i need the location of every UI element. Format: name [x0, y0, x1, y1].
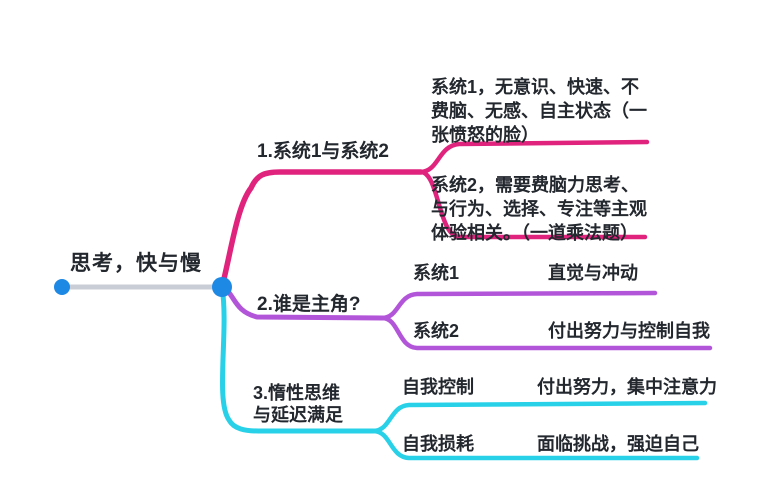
branch1-child1-line: [418, 139, 650, 175]
branch3-child2-term[interactable]: 自我损耗: [402, 434, 474, 454]
branch3-label-line1: 3.惰性思维: [253, 383, 341, 403]
root-hub-dot[interactable]: [212, 277, 232, 297]
root-start-dot[interactable]: [54, 279, 70, 295]
branch1-child2-text[interactable]: 系统2，需要费脑力思考、 与行为、选择、专注等主观 体验相关。（一道乘法题）: [431, 173, 647, 245]
branch1-child1-text-line2: 费脑、无感、自主状态（一: [431, 101, 647, 121]
branch2-child1-term[interactable]: 系统1: [413, 263, 460, 283]
branch1-child1-text-line3: 张愤怒的脸）: [431, 125, 539, 145]
branch2-label[interactable]: 2.谁是主角?: [257, 294, 361, 315]
branch3-child2-desc[interactable]: 面临挑战，强迫自己: [537, 434, 699, 454]
branch1-child1-text-line1: 系统1，无意识、快速、不: [431, 77, 640, 97]
branch3-label-line2: 与延迟满足: [253, 405, 343, 425]
branch3-child1-desc[interactable]: 付出努力，集中注意力: [537, 377, 717, 397]
branch2-child1-line: [380, 290, 658, 321]
branch1-curve: [219, 169, 424, 290]
branch2-child2-term[interactable]: 系统2: [413, 321, 460, 341]
branch3-curve: [219, 284, 377, 434]
branch3-label[interactable]: 3.惰性思维 与延迟满足: [253, 382, 343, 426]
branch1-child2-text-line1: 系统2，需要费脑力思考、: [431, 175, 640, 195]
branch3-child2-line: [371, 428, 700, 461]
branch1-child2-text-line3: 体验相关。（一道乘法题）: [431, 223, 638, 243]
branch2-child2-line: [380, 315, 713, 351]
branch1-label[interactable]: 1.系统1与系统2: [257, 141, 389, 162]
branch1-child2-text-line2: 与行为、选择、专注等主观: [431, 199, 647, 219]
root-node-label[interactable]: 思考，快与慢: [70, 252, 202, 275]
branch1-child2-line: [418, 169, 648, 240]
branch3-child1-term[interactable]: 自我控制: [402, 377, 474, 397]
branch3-child1-line: [371, 400, 708, 434]
branch1-child1-text[interactable]: 系统1，无意识、快速、不 费脑、无感、自主状态（一 张愤怒的脸）: [431, 75, 647, 147]
branch2-child2-desc[interactable]: 付出努力与控制自我: [548, 321, 710, 341]
branch2-child1-desc[interactable]: 直觉与冲动: [548, 263, 638, 283]
